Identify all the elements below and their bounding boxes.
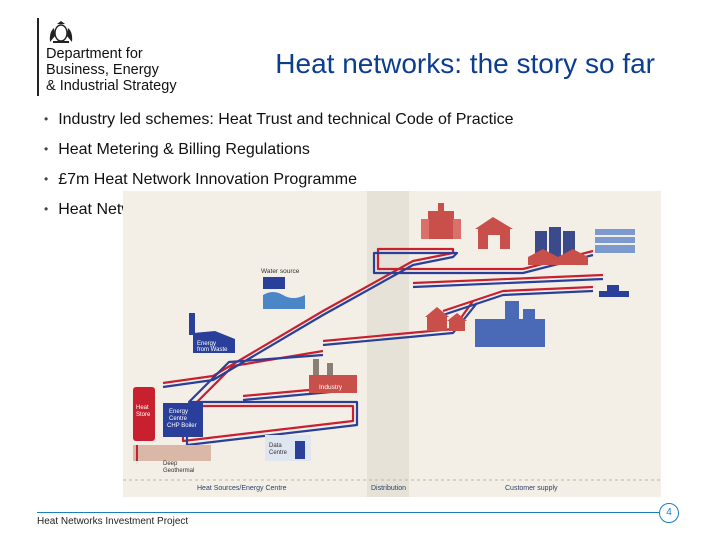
data-centre-label: Centre bbox=[269, 450, 288, 456]
terraced-houses-icon bbox=[528, 249, 588, 265]
bullet-item: • Industry led schemes: Heat Trust and te… bbox=[44, 108, 514, 138]
bullet-list: • Industry led schemes: Heat Trust and te… bbox=[44, 108, 514, 228]
bullet-dot-icon: • bbox=[44, 142, 49, 156]
water-source-label: Water source bbox=[261, 268, 300, 275]
royal-crest-icon bbox=[49, 21, 73, 43]
return-pipe bbox=[162, 251, 604, 447]
energy-centre-label: Energy bbox=[169, 409, 188, 415]
heat-sources-caption: Heat Sources/Energy Centre bbox=[197, 485, 287, 492]
energy-from-waste-icon: Energy from Waste bbox=[189, 313, 235, 353]
deep-geothermal-label: Deep bbox=[163, 461, 178, 467]
logo-bar bbox=[37, 18, 39, 96]
bei-logo: Department for Business, Energy & Indust… bbox=[37, 18, 187, 96]
industry-label: Industry bbox=[319, 384, 343, 391]
hospital-building-icon bbox=[421, 203, 461, 239]
data-centre-label: Data bbox=[269, 443, 282, 449]
heat-store-label: Heat bbox=[136, 405, 149, 411]
energy-centre-icon: Energy Centre CHP Boiler bbox=[163, 403, 203, 437]
bullet-item: • Heat Metering & Billing Regulations bbox=[44, 138, 514, 168]
deep-geothermal-icon: Deep Geothermal bbox=[133, 445, 211, 474]
page-number: 4 bbox=[659, 503, 679, 523]
deep-geothermal-label: Geothermal bbox=[163, 468, 194, 474]
data-centre-icon: Data Centre bbox=[265, 435, 311, 461]
water-source-icon: Water source bbox=[261, 268, 305, 309]
bullet-dot-icon: • bbox=[44, 172, 49, 186]
distribution-band bbox=[367, 191, 409, 497]
bullet-text: Heat Metering & Billing Regulations bbox=[58, 141, 310, 158]
bullet-dot-icon: • bbox=[44, 112, 49, 126]
industry-icon: Industry bbox=[309, 359, 357, 393]
energy-centre-label: CHP Boiler bbox=[167, 423, 197, 429]
heat-network-diagram: Water source Energy from Waste Industry … bbox=[123, 191, 661, 497]
bullet-item: • £7m Heat Network Innovation Programme bbox=[44, 168, 514, 198]
school-building-icon bbox=[475, 217, 513, 249]
distribution-caption: Distribution bbox=[371, 485, 406, 492]
logo-line: Business, Energy bbox=[46, 62, 159, 78]
heat-store-icon: Heat Store bbox=[133, 387, 155, 441]
houses-icon bbox=[425, 307, 467, 331]
boat-icon bbox=[599, 285, 629, 297]
logo-line: & Industrial Strategy bbox=[46, 78, 177, 94]
heat-store-label: Store bbox=[136, 412, 151, 418]
energy-centre-label: Centre bbox=[169, 416, 188, 422]
bullet-text: £7m Heat Network Innovation Programme bbox=[58, 171, 357, 188]
office-building-icon bbox=[595, 229, 635, 253]
energy-from-waste-label: from Waste bbox=[197, 347, 228, 353]
bullet-text: Industry led schemes: Heat Trust and tec… bbox=[58, 111, 514, 128]
footer-divider bbox=[37, 512, 659, 513]
logo-line: Department for bbox=[46, 46, 143, 62]
bullet-dot-icon: • bbox=[44, 202, 49, 216]
logo-text: Department for Business, Energy & Indust… bbox=[46, 46, 177, 94]
slide-title: Heat networks: the story so far bbox=[275, 48, 655, 79]
footer-text: Heat Networks Investment Project bbox=[37, 516, 189, 527]
energy-from-waste-label: Energy bbox=[197, 341, 216, 347]
city-skyline-icon bbox=[475, 301, 545, 347]
customer-supply-caption: Customer supply bbox=[505, 485, 558, 492]
